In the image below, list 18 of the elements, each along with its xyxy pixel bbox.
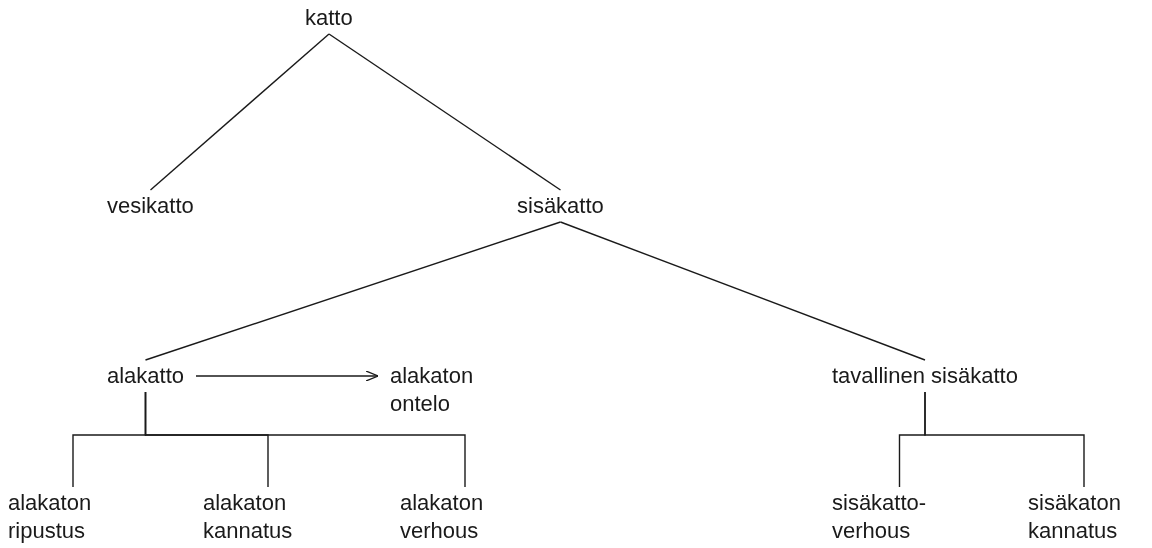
term-label: alakatto [107,363,185,388]
connector-line [924,391,1085,488]
term-label: alakaton ontelo [390,363,474,416]
term-label: alakaton verhous [400,490,484,543]
term-label: katto [305,5,353,30]
term-label: sisäkatto [517,193,604,218]
term-label: vesikatto [107,193,194,218]
term-label: tavallinen sisäkatto [832,363,1018,388]
connector-line [144,221,562,361]
term-label: alakaton ripustus [8,490,92,543]
term-label: sisäkatto- verhous [832,490,927,543]
term-label: sisäkaton kannatus [1028,490,1121,543]
connector-line [328,33,562,191]
connector-line [149,33,330,191]
connector-line [144,391,466,488]
term-label: alakaton kannatus [203,490,293,543]
arrow [195,370,379,382]
connector-line [559,221,926,361]
